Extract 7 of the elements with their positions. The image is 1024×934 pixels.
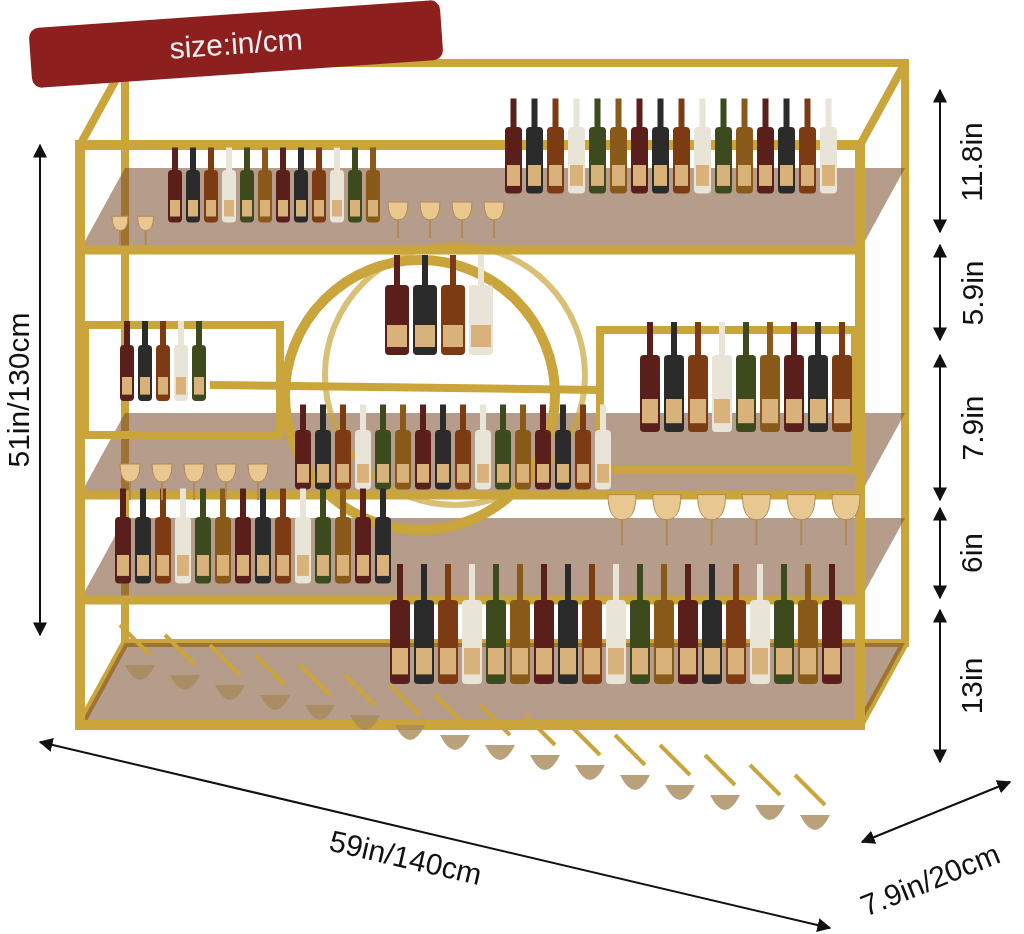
dimension-label: 11.8in [956,122,987,202]
dimension-label: 5.9in [957,260,988,326]
dimension-label: 51in/130cm [3,312,34,468]
dimension-label: 7.9in [957,395,988,461]
dimension-label: 13in [956,657,987,715]
dimension-label: 6in [957,533,987,573]
unit-banner: size:in/cm [28,0,444,89]
